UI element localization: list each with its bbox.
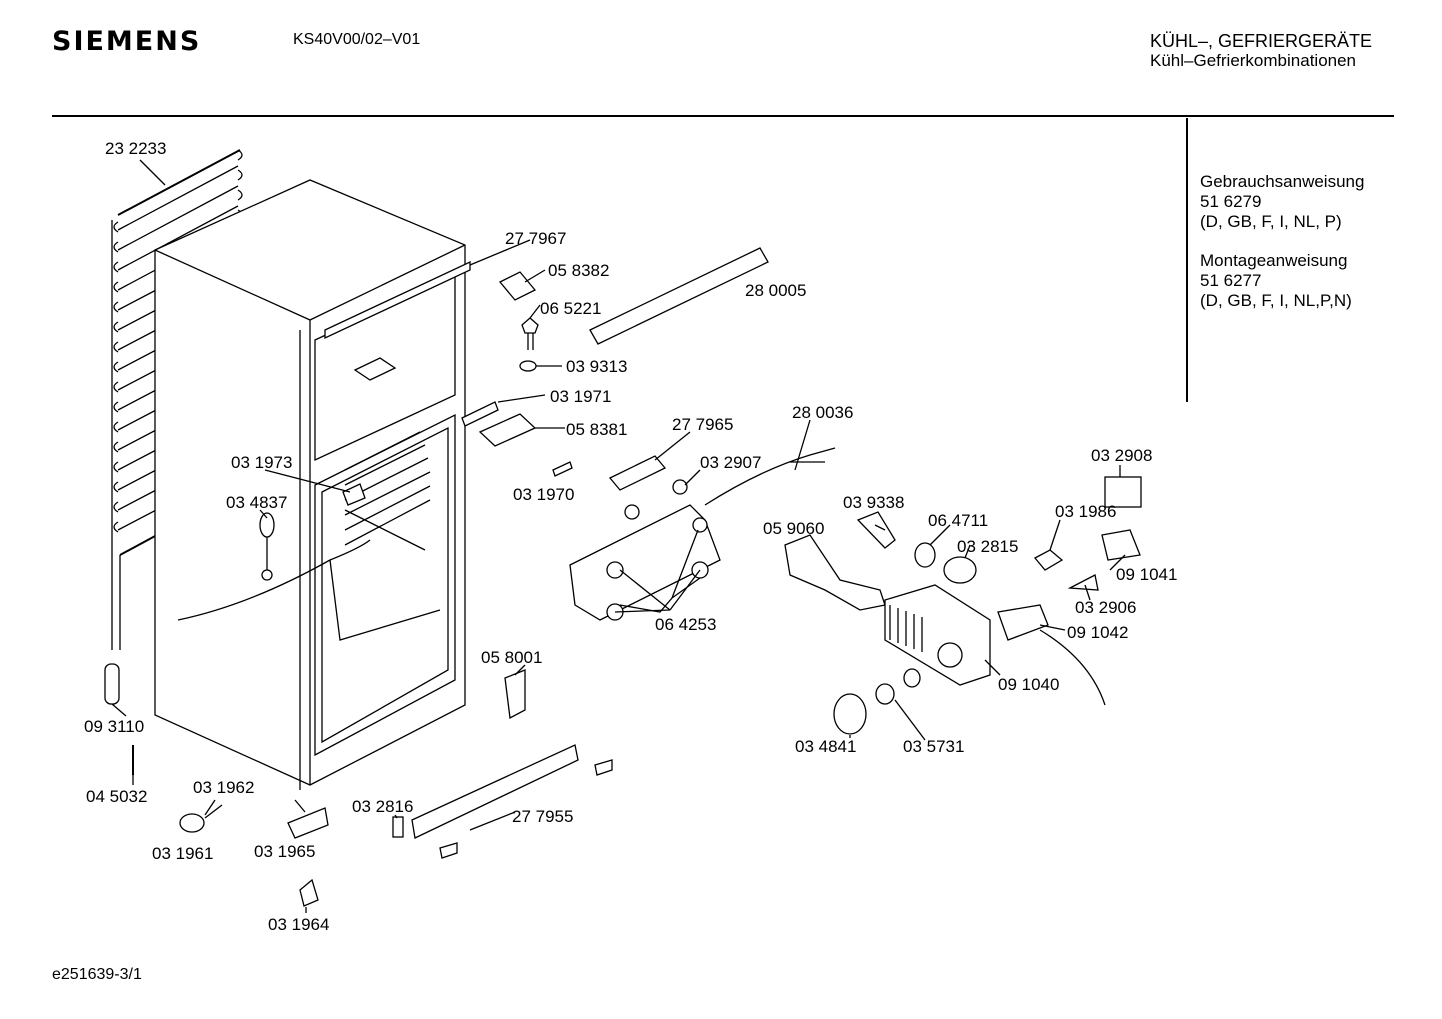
manual-title: Gebrauchsanweisung xyxy=(1200,172,1365,191)
adjust-foot xyxy=(299,878,319,907)
thermostat xyxy=(997,604,1049,641)
appliance-category: KÜHL–, GEFRIERGERÄTE xyxy=(1150,31,1373,51)
label-hinge-bottom: 05 8001 xyxy=(481,648,542,667)
housing xyxy=(884,584,991,686)
lamp xyxy=(943,556,977,584)
label-bracket-ctrl: 27 7965 xyxy=(672,415,733,434)
siemens-logo: SIEMENS xyxy=(52,26,202,57)
control-panel xyxy=(569,479,721,621)
label-top-strip: 27 7967 xyxy=(505,229,566,248)
label-switch-cap: 09 1041 xyxy=(1116,565,1177,584)
sensor-wire xyxy=(704,447,836,506)
drier xyxy=(104,663,120,705)
switch-cap xyxy=(1101,529,1141,561)
label-foot-cap: 03 1961 xyxy=(152,844,213,863)
label-pin: 04 5032 xyxy=(86,787,147,806)
install-number: 51 6277 xyxy=(1200,271,1262,290)
label-lamp: 03 2815 xyxy=(957,537,1018,556)
label-lamp-cover: 03 9338 xyxy=(843,493,904,512)
bushing xyxy=(519,360,537,372)
drawing-code: e251639-3/1 xyxy=(52,966,142,983)
install-title: Montageanweisung xyxy=(1200,251,1348,270)
label-knob: 03 4841 xyxy=(795,737,856,756)
label-foot-screw: 03 1962 xyxy=(193,778,254,797)
header-rule xyxy=(52,115,1394,117)
lamp-cover xyxy=(856,511,896,549)
hinge-pin xyxy=(521,317,539,350)
foot-cap xyxy=(179,813,205,833)
side-rule xyxy=(1186,118,1188,402)
label-adjust-foot: 03 1964 xyxy=(268,915,329,934)
switch-small xyxy=(1033,549,1064,571)
label-switch-small: 03 1986 xyxy=(1055,502,1116,521)
knob xyxy=(833,693,867,735)
manual-languages: (D, GB, F, I, NL, P) xyxy=(1200,212,1342,231)
rail xyxy=(589,247,769,345)
label-hinge-bracket-top: 05 8382 xyxy=(548,261,609,280)
duct xyxy=(784,534,886,611)
label-ring: 06 4711 xyxy=(928,511,988,530)
hinge-bottom xyxy=(504,669,526,720)
knob-small xyxy=(875,683,895,705)
cover-small xyxy=(392,816,404,838)
label-housing: 09 1040 xyxy=(998,675,1059,694)
label-thermostat: 09 1042 xyxy=(1067,623,1128,642)
label-condenser: 23 2233 xyxy=(105,139,166,158)
label-clip-ctrl: 03 2907 xyxy=(700,453,761,472)
label-hinge-mid: 05 8381 xyxy=(566,420,627,439)
leader-lines xyxy=(111,159,1126,913)
ring xyxy=(914,542,936,568)
label-knob-small: 03 5731 xyxy=(903,737,964,756)
plinth xyxy=(411,744,579,839)
lamp-holder xyxy=(259,512,275,581)
plinth-screw xyxy=(594,759,613,776)
hinge-bracket-top xyxy=(498,271,537,301)
label-plinth: 27 7955 xyxy=(512,807,573,826)
model-number: KS40V00/02–V01 xyxy=(293,31,421,48)
label-hinge-pin: 06 5221 xyxy=(540,299,601,318)
shelf-clip-upper xyxy=(342,483,366,506)
clip-small xyxy=(552,461,573,477)
label-plate-mid: 03 1971 xyxy=(550,387,611,406)
label-lamp-holder: 03 4837 xyxy=(226,493,287,512)
manual-number: 51 6279 xyxy=(1200,192,1262,211)
knob-small-ring xyxy=(903,668,921,688)
label-ctrl-panel-knobs: 06 4253 xyxy=(655,615,716,634)
label-bottom-hinge: 03 1965 xyxy=(254,842,315,861)
hinge-mid xyxy=(478,413,537,447)
label-drier: 09 3110 xyxy=(84,717,144,736)
label-bushing: 03 9313 xyxy=(566,357,627,376)
appliance-subcategory: Kühl–Gefrierkombinationen xyxy=(1150,51,1357,70)
label-sheet: 03 2908 xyxy=(1091,446,1152,465)
label-spring-clip: 03 2906 xyxy=(1075,598,1136,617)
plinth-screw-2 xyxy=(439,842,458,859)
fridge-cabinet xyxy=(154,179,471,790)
bracket-ctrl xyxy=(608,455,667,491)
label-clip-small: 03 1970 xyxy=(513,485,574,504)
label-cover-small: 03 2816 xyxy=(352,797,413,816)
label-duct: 05 9060 xyxy=(763,519,824,538)
part-labels: 23 2233 27 7967 05 8382 06 5221 03 9313 … xyxy=(84,139,1177,934)
spring-clip xyxy=(1067,574,1099,591)
install-languages: (D, GB, F, I, NL,P,N) xyxy=(1200,291,1352,310)
label-shelf-clip-upper: 03 1973 xyxy=(231,453,292,472)
label-rail: 28 0005 xyxy=(745,281,806,300)
bottom-hinge xyxy=(287,807,329,839)
sheet xyxy=(1104,476,1142,508)
label-sensor-wire: 28 0036 xyxy=(792,403,853,422)
plate-mid xyxy=(461,401,499,427)
